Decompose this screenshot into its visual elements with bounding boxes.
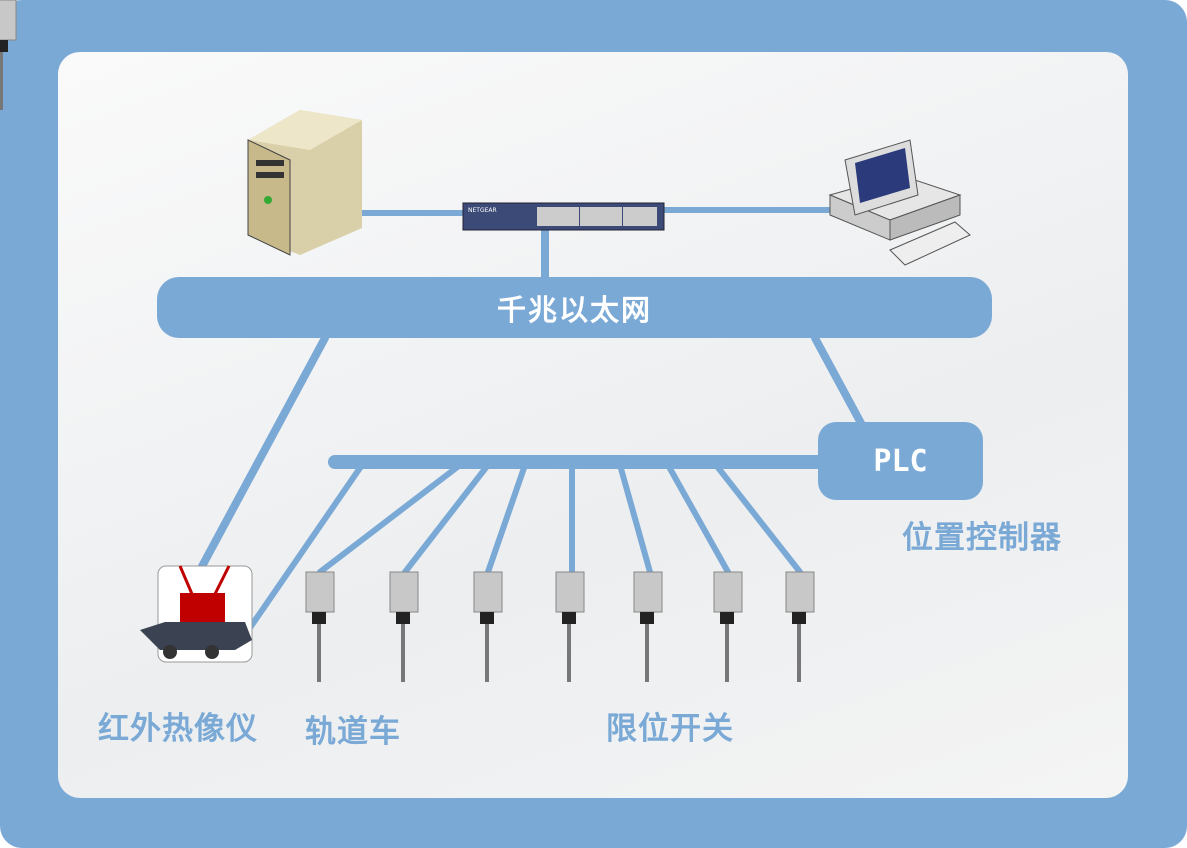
imager-link	[196, 334, 329, 574]
plc-caption: 位置控制器	[902, 520, 1062, 556]
rail-cart-label: 轨道车	[305, 714, 401, 750]
thermal-imager-label: 红外热像仪	[98, 711, 258, 747]
limit-switches-label: 限位开关	[606, 711, 734, 747]
gigabit-ethernet-bus: 千兆以太网	[157, 277, 992, 338]
server-icon	[247, 110, 362, 256]
network-switch-icon: NETGEAR	[462, 202, 665, 231]
pc-icon	[828, 139, 971, 266]
thermal-imager-cart-icon	[140, 565, 253, 663]
plc-link	[811, 334, 866, 429]
cart-link	[242, 462, 365, 638]
limit-switch-icons	[0, 0, 815, 683]
svg-text:NETGEAR: NETGEAR	[468, 207, 497, 214]
plc-box: PLC	[818, 422, 983, 500]
